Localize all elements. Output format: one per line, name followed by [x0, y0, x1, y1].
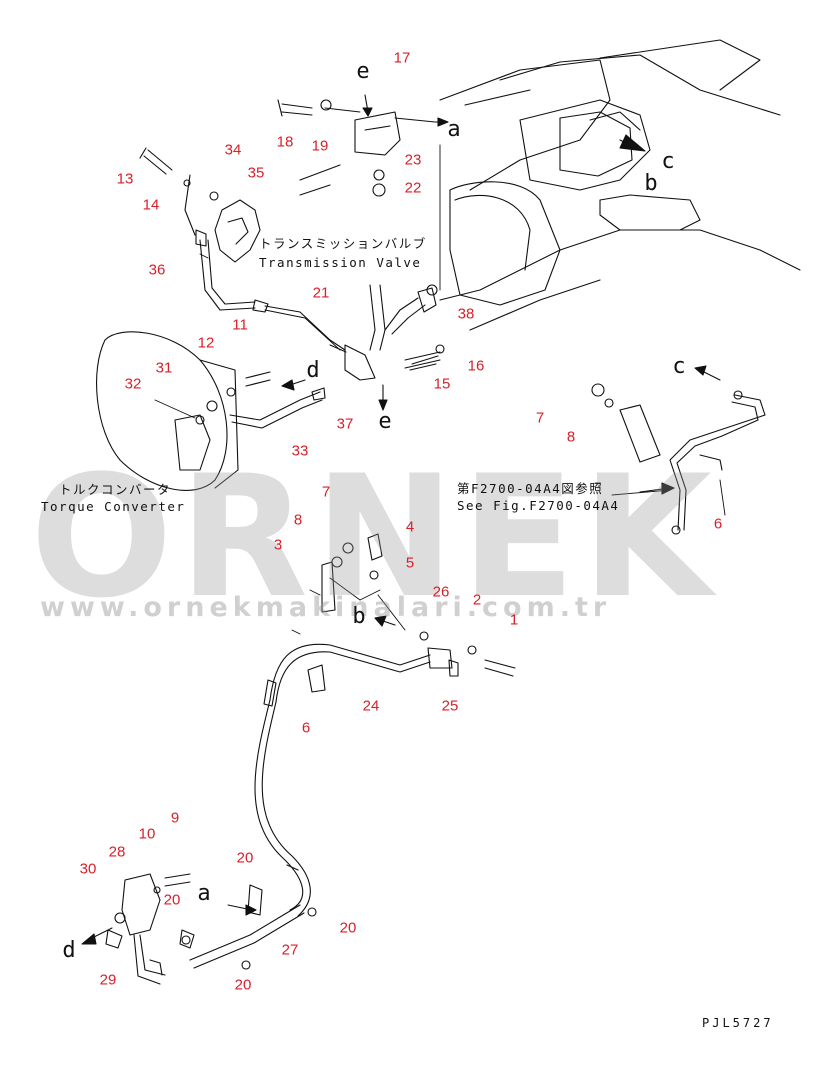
view-letter-a: a: [447, 117, 461, 142]
view-letter-d: d: [306, 358, 320, 383]
part-label[interactable]: 27: [281, 941, 299, 959]
caption-torque-en: Torque Converter: [41, 499, 186, 514]
part-label[interactable]: 17: [393, 49, 411, 67]
part-label[interactable]: 30: [79, 860, 97, 878]
part-label[interactable]: 6: [301, 719, 311, 737]
caption-transmission-jp: トランスミッションバルブ: [259, 236, 427, 251]
part-label[interactable]: 16: [467, 357, 485, 375]
part-label[interactable]: 21: [312, 284, 330, 302]
view-letter-c: c: [672, 354, 686, 379]
part-label[interactable]: 19: [311, 137, 329, 155]
part-label[interactable]: 10: [138, 825, 156, 843]
part-label[interactable]: 26: [432, 583, 450, 601]
part-label[interactable]: 7: [535, 409, 545, 427]
part-label[interactable]: 20: [236, 849, 254, 867]
part-label[interactable]: 32: [124, 375, 142, 393]
part-label[interactable]: 8: [566, 428, 576, 446]
part-label[interactable]: 29: [99, 971, 117, 989]
part-label[interactable]: 1: [509, 611, 519, 629]
part-label[interactable]: 15: [433, 375, 451, 393]
part-label[interactable]: 11: [232, 316, 248, 334]
part-label[interactable]: 2: [472, 591, 482, 609]
view-letter-a: a: [197, 881, 211, 906]
part-label[interactable]: 4: [405, 518, 415, 536]
view-letter-b: b: [352, 604, 366, 629]
part-label[interactable]: 18: [276, 133, 294, 151]
part-label[interactable]: 23: [404, 151, 422, 169]
part-label[interactable]: 13: [116, 170, 134, 188]
view-letter-c: c: [661, 149, 675, 174]
view-letter-b: b: [644, 171, 658, 196]
caption-reference-en: See Fig.F2700-04A4: [457, 498, 620, 513]
caption-transmission-en: Transmission Valve: [259, 255, 422, 270]
view-letter-e: e: [356, 59, 370, 84]
part-label[interactable]: 20: [339, 919, 357, 937]
part-label[interactable]: 36: [148, 261, 166, 279]
part-label[interactable]: 33: [291, 442, 309, 460]
part-label[interactable]: 24: [362, 697, 380, 715]
part-label[interactable]: 20: [234, 976, 252, 994]
part-label[interactable]: 34: [224, 141, 242, 159]
part-label[interactable]: 7: [321, 483, 331, 501]
part-label[interactable]: 9: [170, 809, 180, 827]
part-label[interactable]: 20: [163, 891, 181, 909]
part-label[interactable]: 25: [441, 697, 459, 715]
part-label[interactable]: 22: [404, 179, 422, 197]
part-label[interactable]: 6: [713, 515, 723, 533]
part-label[interactable]: 5: [405, 554, 415, 572]
part-label[interactable]: 35: [247, 164, 265, 182]
part-label[interactable]: 28: [108, 843, 126, 861]
part-label[interactable]: 37: [336, 415, 354, 433]
part-label[interactable]: 12: [197, 334, 215, 352]
view-letter-d: d: [62, 938, 76, 963]
caption-reference-jp: 第F2700-04A4図参照: [457, 481, 604, 496]
part-label[interactable]: 3: [273, 536, 283, 554]
part-label[interactable]: 38: [457, 305, 475, 323]
caption-torque-jp: トルクコンバータ: [59, 482, 172, 497]
part-label[interactable]: 14: [142, 196, 160, 214]
part-label[interactable]: 8: [293, 511, 303, 529]
part-label[interactable]: 31: [155, 359, 173, 377]
view-letter-e: e: [378, 409, 392, 434]
drawing-code: PJL5727: [702, 1016, 774, 1030]
